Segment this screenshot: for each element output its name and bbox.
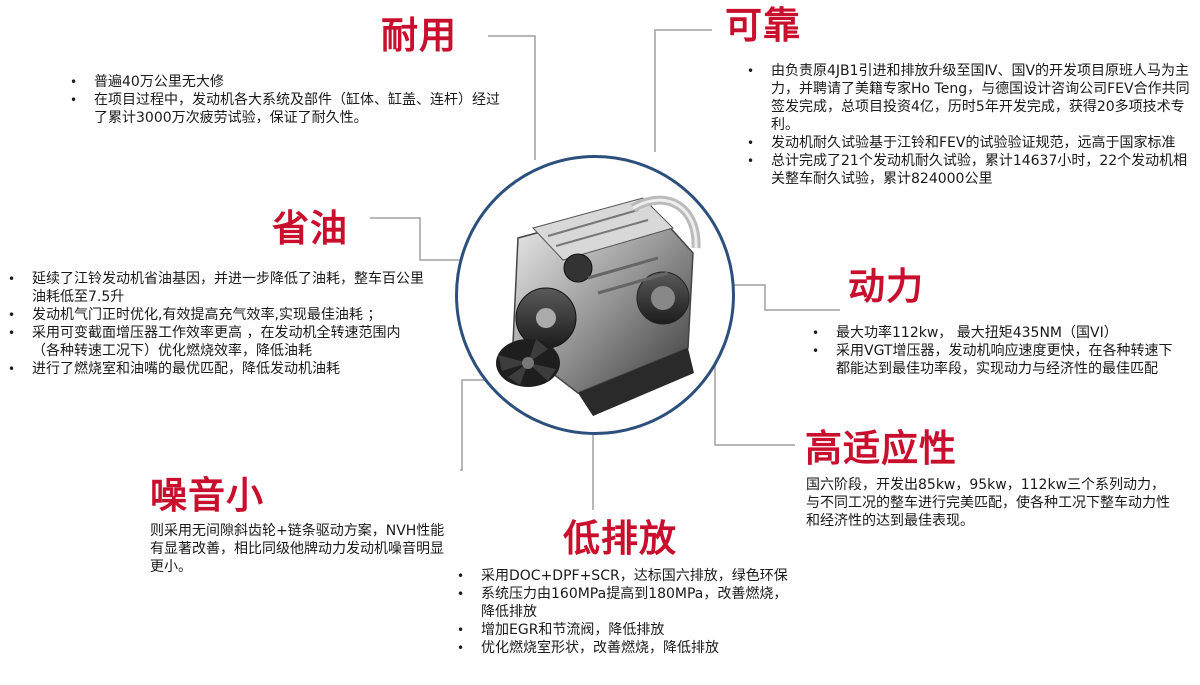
list-fuel: 延续了江铃发动机省油基因，并进一步降低了油耗，整车百公里油耗低至7.5升 发动机…: [6, 270, 426, 378]
list-item: 普遍40万公里无大修: [68, 73, 508, 91]
list-item: 优化燃烧室形状，改善燃烧，降低排放: [455, 639, 795, 657]
title-reliable: 可靠: [725, 4, 801, 47]
title-emission: 低排放: [563, 517, 677, 560]
list-item: 采用可变截面增压器工作效率更高 ，在发动机全转速范围内（各种转速工况下）优化燃烧…: [6, 324, 426, 360]
list-item: 系统压力由160MPa提高到180MPa，改善燃烧，降低排放: [455, 585, 795, 621]
list-power: 最大功率112kw， 最大扭矩435NM（国VI） 采用VGT增压器，发动机响应…: [810, 324, 1180, 378]
list-item: 发动机气门正时优化,有效提高充气效率,实现最佳油耗 ；: [6, 306, 426, 324]
list-item: 进行了燃烧室和油嘴的最优匹配，降低发动机油耗: [6, 360, 426, 378]
engine-icon: [496, 195, 701, 416]
title-fuel: 省油: [272, 207, 348, 250]
title-noise: 噪音小: [150, 474, 264, 517]
text-noise: 则采用无间隙斜齿轮+链条驱动方案，NVH性能有显著改善，相比同级他牌动力发动机噪…: [150, 523, 445, 575]
title-adapt: 高适应性: [805, 427, 957, 470]
list-item: 采用DOC+DPF+SCR，达标国六排放，绿色环保: [455, 567, 795, 585]
engine-photo: [455, 155, 735, 435]
list-item: 增加EGR和节流阀，降低排放: [455, 621, 795, 639]
list-durable: 普遍40万公里无大修 在项目过程中，发动机各大系统及部件（缸体、缸盖、连杆）经过…: [68, 73, 508, 127]
list-item: 在项目过程中，发动机各大系统及部件（缸体、缸盖、连杆）经过了累计3000万次疲劳…: [68, 91, 508, 127]
connector-reliable: [654, 29, 712, 152]
connector-fuel: [370, 217, 460, 261]
title-power: 动力: [848, 265, 924, 308]
text-adapt: 国六阶段，开发出85kw，95kw，112kw三个系列动力，与不同工况的整车进行…: [806, 477, 1170, 529]
list-item: 最大功率112kw， 最大扭矩435NM（国VI）: [810, 324, 1180, 342]
connector-power: [730, 284, 840, 311]
list-emission: 采用DOC+DPF+SCR，达标国六排放，绿色环保 系统压力由160MPa提高到…: [455, 567, 795, 657]
connector-durable: [488, 35, 536, 160]
list-item: 总计完成了21个发动机耐久试验，累计14637小时，22个发动机相关整车耐久试验…: [745, 152, 1195, 188]
list-item: 由负责原4JB1引进和排放升级至国Ⅳ、国V的开发项目原班人马为主力，并聘请了美籍…: [745, 62, 1195, 134]
list-item: 延续了江铃发动机省油基因，并进一步降低了油耗，整车百公里油耗低至7.5升: [6, 270, 426, 306]
connector-noise: [460, 379, 495, 471]
list-item: 采用VGT增压器，发动机响应速度更快，在各种转速下都能达到最佳功率段，实现动力与…: [810, 342, 1180, 378]
title-durable: 耐用: [381, 14, 457, 57]
list-reliable: 由负责原4JB1引进和排放升级至国Ⅳ、国V的开发项目原班人马为主力，并聘请了美籍…: [745, 62, 1195, 188]
connector-adapt: [714, 360, 795, 446]
list-item: 发动机耐久试验基于江铃和FEV的试验验证规范，远高于国家标准: [745, 134, 1195, 152]
